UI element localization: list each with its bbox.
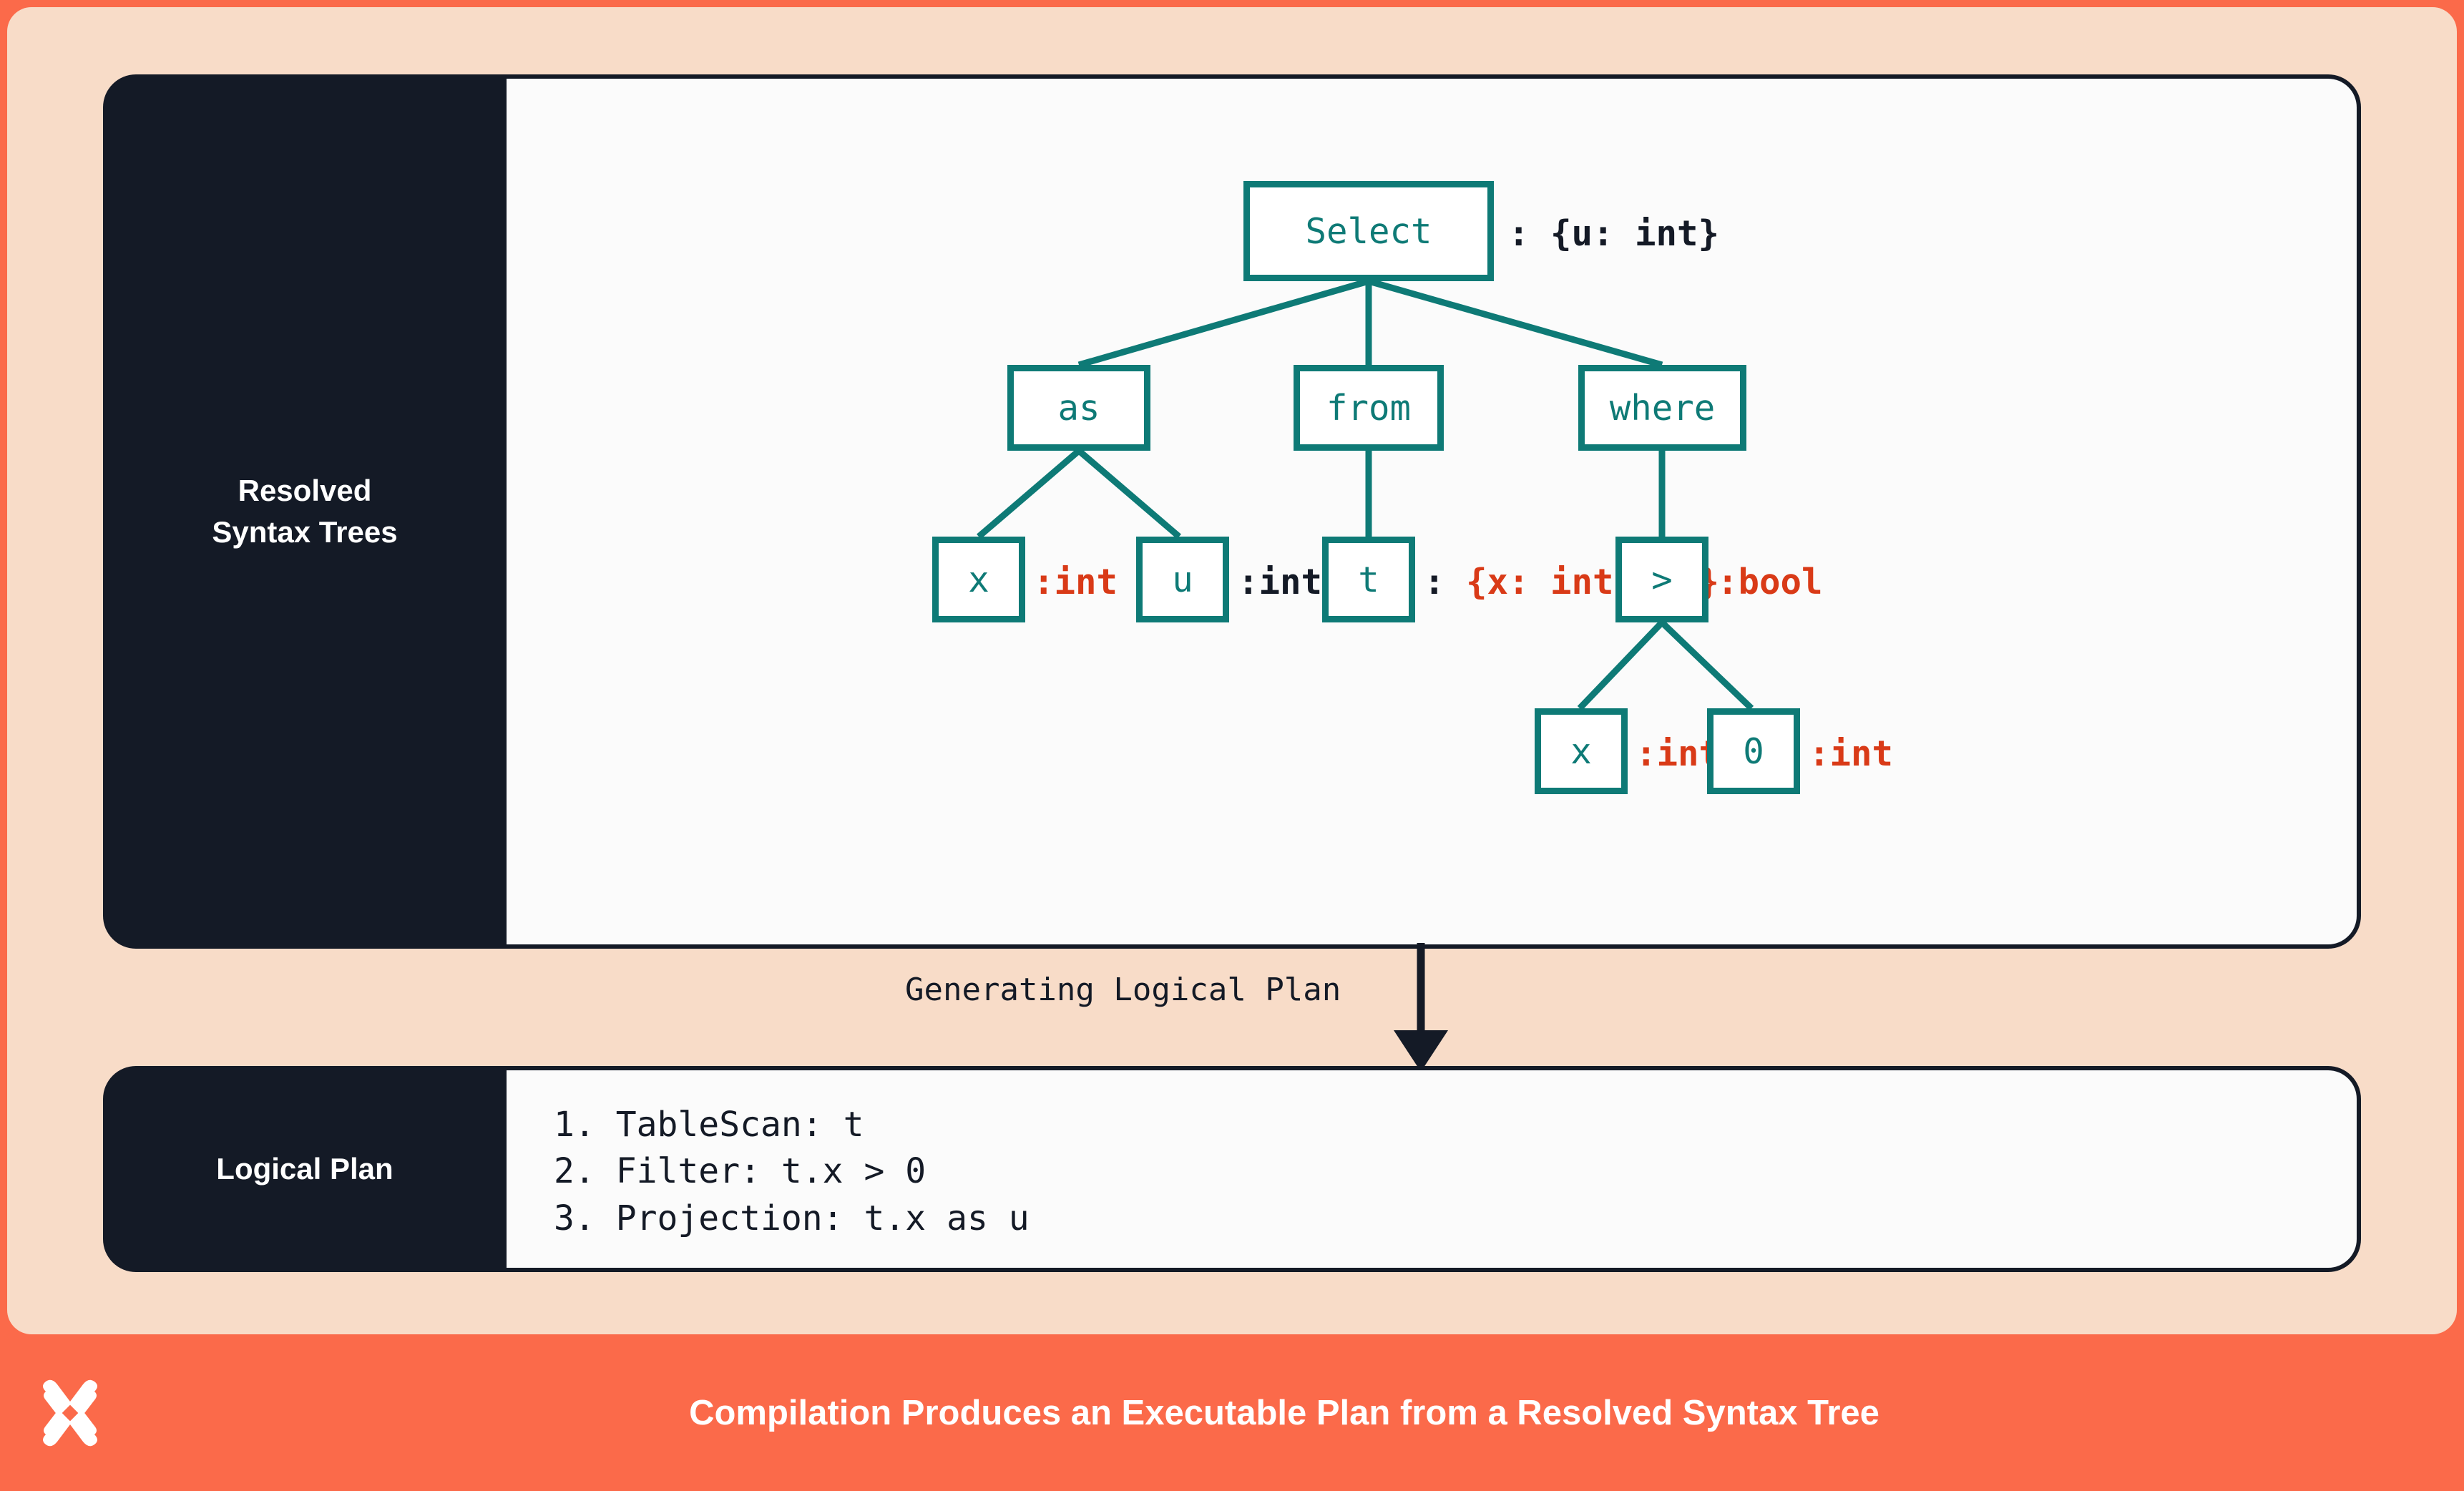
generating-logical-plan-label: Generating Logical Plan bbox=[905, 972, 1341, 1008]
tree-node-where[interactable]: where bbox=[1578, 365, 1746, 451]
tree-node-from-t-label: t bbox=[1358, 559, 1379, 600]
logical-plan-step: 3. Projection: t.x as u bbox=[554, 1198, 1030, 1238]
tree-node-gt-0-label: 0 bbox=[1743, 730, 1764, 772]
tree-node-select-label: Select bbox=[1305, 210, 1432, 252]
tree-node-from-t[interactable]: t bbox=[1322, 537, 1415, 622]
rst-label-line2: Syntax Trees bbox=[212, 515, 398, 549]
tree-edges bbox=[977, 278, 1754, 711]
logical-plan-content: 1. TableScan: t 2. Filter: t.x > 0 3. Pr… bbox=[507, 1070, 2357, 1268]
tree-node-gt-label: > bbox=[1651, 559, 1673, 600]
footer-bar: Compilation Produces an Executable Plan … bbox=[0, 1334, 2464, 1491]
tree-node-select[interactable]: Select bbox=[1243, 181, 1494, 281]
tree-node-as-u-type: :int bbox=[1238, 562, 1323, 602]
logical-plan-steps: 1. TableScan: t 2. Filter: t.x > 0 3. Pr… bbox=[554, 1102, 1030, 1242]
tree-node-from-label: from bbox=[1326, 387, 1411, 429]
tree-node-gt-type: :bool bbox=[1717, 562, 1823, 602]
logical-plan-label-text: Logical Plan bbox=[216, 1152, 393, 1186]
x-logo-icon bbox=[29, 1372, 112, 1455]
syntax-tree-diagram-area: Select : {u: int} as from where x :int bbox=[507, 79, 2357, 944]
tree-node-gt-x-type: :int bbox=[1636, 733, 1721, 774]
tree-node-as-x-type: :int bbox=[1033, 562, 1118, 602]
resolved-syntax-trees-label: Resolved Syntax Trees bbox=[103, 74, 507, 949]
rst-label-line1: Resolved bbox=[238, 474, 372, 508]
tree-node-gt-x[interactable]: x bbox=[1535, 708, 1628, 794]
logical-plan-label: Logical Plan bbox=[103, 1066, 507, 1272]
from-t-type-prefix: : bbox=[1424, 562, 1467, 602]
tree-node-gt-0-type: :int bbox=[1809, 733, 1894, 774]
down-arrow-icon bbox=[1388, 943, 1467, 1072]
footer-caption: Compilation Produces an Executable Plan … bbox=[689, 1393, 1879, 1432]
logical-plan-panel: Logical Plan 1. TableScan: t 2. Filter: … bbox=[103, 1066, 2361, 1272]
tree-node-as-label: as bbox=[1057, 387, 1100, 429]
resolved-syntax-trees-panel: Resolved Syntax Trees bbox=[103, 74, 2361, 949]
tree-node-select-type: : {u: int} bbox=[1508, 213, 1720, 254]
tree-node-as-u[interactable]: u bbox=[1136, 537, 1229, 622]
tree-node-gt-x-label: x bbox=[1570, 730, 1592, 772]
tree-node-from[interactable]: from bbox=[1294, 365, 1444, 451]
logical-plan-step: 1. TableScan: t bbox=[554, 1105, 864, 1145]
syntax-tree: Select : {u: int} as from where x :int bbox=[507, 79, 2357, 944]
tree-node-as[interactable]: as bbox=[1007, 365, 1150, 451]
tree-node-gt[interactable]: > bbox=[1615, 537, 1708, 622]
tree-node-where-label: where bbox=[1609, 387, 1716, 429]
tree-node-as-x[interactable]: x bbox=[932, 537, 1025, 622]
tree-node-as-u-label: u bbox=[1172, 559, 1193, 600]
tree-node-as-x-label: x bbox=[968, 559, 989, 600]
tree-node-gt-0[interactable]: 0 bbox=[1707, 708, 1800, 794]
logical-plan-step: 2. Filter: t.x > 0 bbox=[554, 1151, 927, 1192]
